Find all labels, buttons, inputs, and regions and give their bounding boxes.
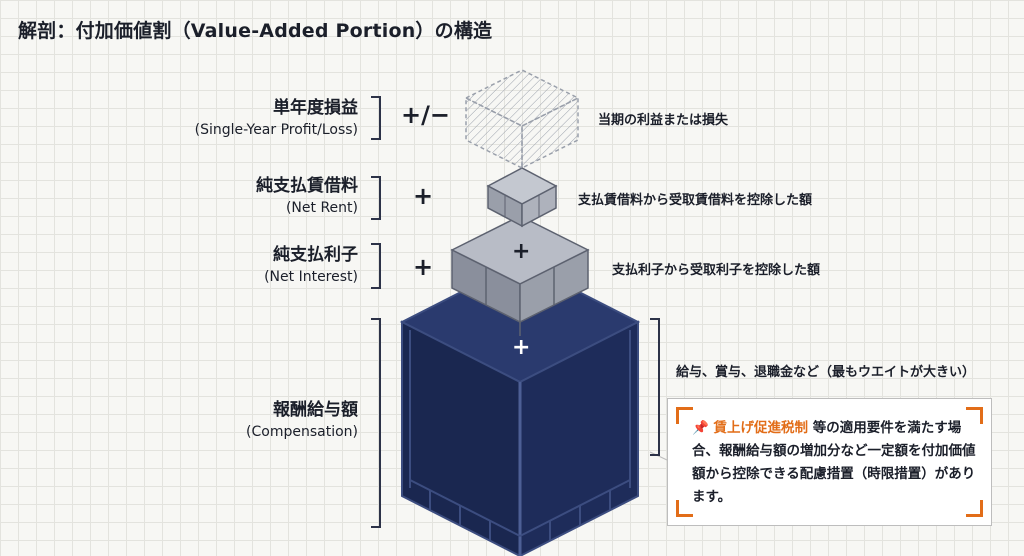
corner-mark-bottom-right [966,500,983,517]
label-interest-en: (Net Interest) [264,269,358,285]
note-interest: 支払利子から受取利子を控除した額 [612,263,821,278]
label-compensation-en: (Compensation) [246,424,358,440]
note-rent: 支払賃借料から受取賃借料を控除した額 [578,193,813,208]
bracket-compensation [371,318,381,528]
corner-mark-top-left [676,407,693,424]
pushpin-icon: 📌 [692,420,709,436]
bracket-profit [371,96,381,140]
label-rent-jp: 純支払賃借料 [256,176,358,196]
label-compensation: 報酬給与額 (Compensation) [246,398,358,442]
label-profit-en: (Single-Year Profit/Loss) [194,122,358,138]
label-rent: 純支払賃借料 (Net Rent) [256,174,358,218]
bracket-interest [371,243,381,289]
label-profit: 単年度損益 (Single-Year Profit/Loss) [195,96,358,140]
block-plus-compensation: + [512,335,531,360]
label-interest-jp: 純支払利子 [273,245,358,265]
corner-mark-top-right [966,407,983,424]
bracket-rent [371,176,381,220]
block-plus-interest: + [512,239,531,264]
callout-highlight: 賃上げ促進税制 [713,420,809,436]
note-compensation: 給与、賞与、退職金など（最もウエイトが大きい） [676,365,976,380]
bracket-right-compensation [650,318,660,456]
page-title: 解剖：付加価値割（Value-Added Portion）の構造 [18,20,493,42]
block-profit [464,69,580,170]
label-interest: 純支払利子 (Net Interest) [264,243,358,287]
note-profit: 当期の利益または損失 [598,113,729,128]
label-compensation-jp: 報酬給与額 [273,400,358,420]
label-profit-jp: 単年度損益 [273,98,358,118]
operator-profit: +/− [401,101,450,129]
operator-interest: + [413,253,434,281]
callout-body: 等の適用要件を満たす場合、報酬給与額の増加分など一定額を付加価値額から控除できる… [692,420,976,505]
block-interest [450,215,590,336]
label-rent-en: (Net Rent) [285,200,358,216]
callout-box: 📌 賃上げ促進税制 等の適用要件を満たす場合、報酬給与額の増加分など一定額を付加… [667,398,992,526]
corner-mark-bottom-left [676,500,693,517]
callout-text: 📌 賃上げ促進税制 等の適用要件を満たす場合、報酬給与額の増加分など一定額を付加… [692,417,977,509]
operator-rent: + [413,182,434,210]
block-rent [486,167,558,228]
